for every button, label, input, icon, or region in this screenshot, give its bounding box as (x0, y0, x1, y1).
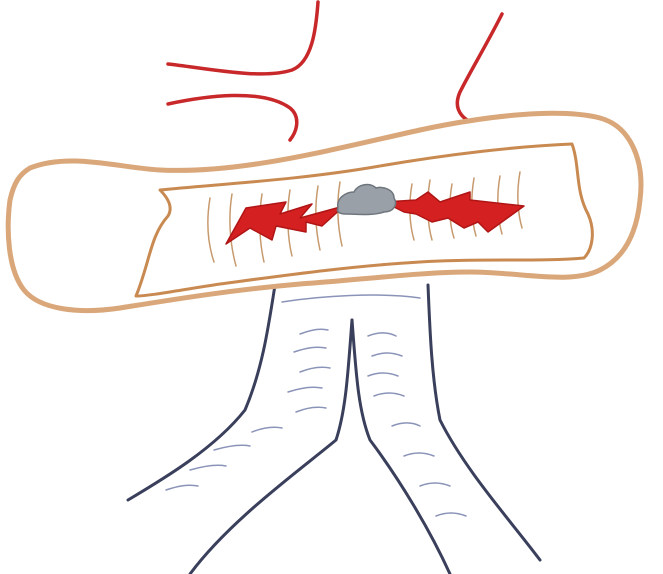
absorbent-line (229, 193, 237, 267)
blood-streak-right (383, 191, 525, 233)
legs-outline-icon (126, 283, 542, 574)
hatch-mark (189, 464, 227, 471)
right-leg-outer-edge (426, 283, 542, 562)
body-left-outer-curve (166, 0, 320, 76)
hatch-mark (281, 294, 421, 303)
hatch-mark (373, 392, 405, 397)
pad-inner-outline (134, 142, 594, 298)
lower-abdomen-outline-icon (166, 0, 504, 142)
blood-discharge-icon (225, 191, 525, 245)
absorbent-line (409, 183, 415, 241)
left-leg-outer-edge (126, 283, 277, 502)
hatch-mark (403, 452, 435, 457)
hatch-mark (367, 372, 399, 377)
hatch-mark (293, 346, 327, 353)
left-leg-inner-edge (188, 318, 354, 574)
hatch-mark (367, 332, 397, 337)
absorbent-line (337, 181, 343, 247)
body-right-curve (455, 12, 504, 130)
hatch-mark (299, 366, 331, 373)
body-left-inner-curve (166, 93, 299, 142)
blood-clot-icon (336, 183, 397, 216)
absorbent-line (517, 171, 523, 229)
hatch-mark (391, 422, 421, 427)
hatch-mark (287, 386, 323, 393)
absorbent-line (207, 197, 215, 263)
hatch-mark (295, 406, 327, 413)
hatch-mark (165, 484, 199, 491)
hatch-mark (213, 444, 251, 451)
right-leg-inner-edge (350, 318, 452, 574)
hatch-mark (299, 328, 329, 335)
hatch-mark (251, 426, 283, 433)
hatch-mark (419, 482, 451, 487)
blood-streak-left (225, 201, 345, 245)
hatch-mark (371, 352, 403, 357)
skin-hatching (165, 294, 467, 517)
hatch-mark (435, 512, 467, 517)
